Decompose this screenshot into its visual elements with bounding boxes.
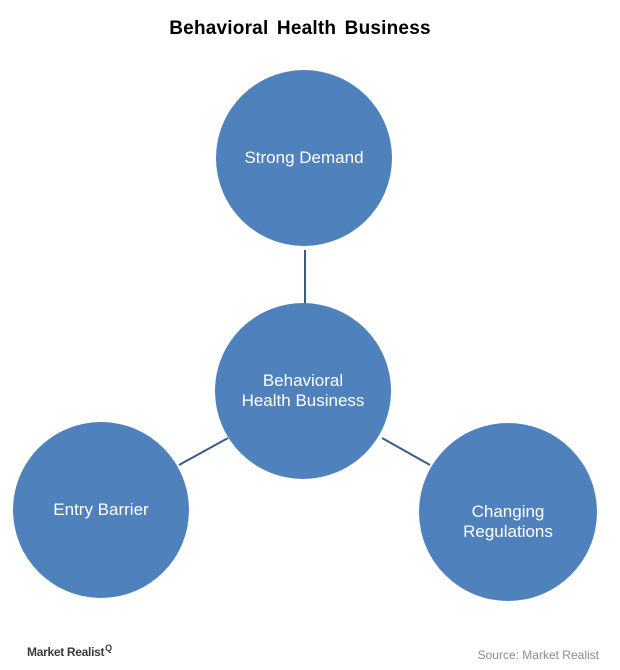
node-entry-barrier bbox=[13, 422, 189, 598]
node-behavioral-health-business bbox=[215, 303, 391, 479]
logo-magnifier-icon: Q bbox=[105, 643, 112, 653]
node-changing-regulations bbox=[419, 423, 597, 601]
market-realist-logo: Market Realist Q bbox=[27, 643, 112, 659]
node-strong-demand bbox=[216, 70, 392, 246]
connector-right bbox=[381, 437, 431, 466]
source-note: Source: Market Realist bbox=[477, 648, 599, 662]
connector-left bbox=[178, 437, 229, 466]
logo-text: Market Realist bbox=[27, 645, 105, 659]
page-title: Behavioral Health Business bbox=[169, 18, 431, 39]
